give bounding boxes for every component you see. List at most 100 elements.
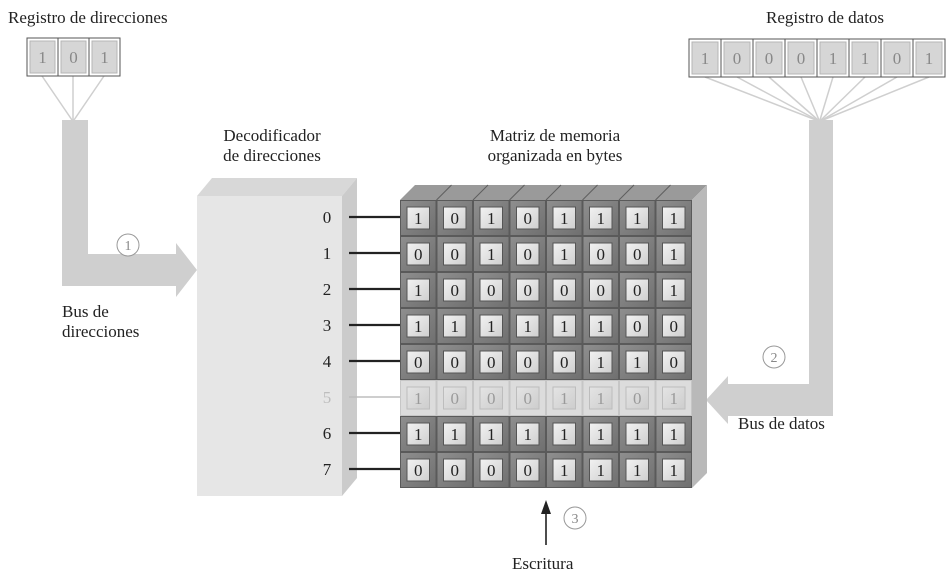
memory-cell: 1 [473, 308, 510, 344]
step-3-number: 3 [572, 512, 579, 527]
row-number: 7 [323, 460, 332, 479]
memory-cell: 1 [546, 308, 583, 344]
memory-cell-value: 1 [560, 317, 569, 336]
row-number: 6 [323, 424, 332, 443]
decoder-output-row-4: 4 [323, 352, 400, 371]
memory-cell-value: 1 [560, 209, 569, 228]
data-register-bit-4: 1 [816, 38, 850, 78]
step-2-number: 2 [771, 351, 778, 366]
memory-cell-value: 1 [487, 317, 496, 336]
memory-cell: 1 [582, 308, 619, 344]
memory-cell: 1 [655, 380, 692, 416]
memory-cell-value: 1 [524, 425, 533, 444]
data-register-bit-7: 1 [912, 38, 946, 78]
memory-cell: 1 [546, 236, 583, 272]
row-number: 0 [323, 208, 332, 227]
decoder-output-row-2: 2 [323, 280, 400, 299]
memory-cell-value: 0 [633, 317, 642, 336]
memory-cell: 1 [655, 272, 692, 308]
address-register-bit-value: 1 [100, 48, 109, 67]
memory-cell: 1 [582, 380, 619, 416]
memory-cell-value: 1 [451, 425, 460, 444]
memory-cell: 1 [546, 416, 583, 452]
memory-cell: 1 [509, 416, 546, 452]
data-register-bit-0: 1 [688, 38, 722, 78]
row-number: 2 [323, 280, 332, 299]
memory-cell: 1 [473, 200, 510, 236]
memory-cell-value: 1 [414, 317, 423, 336]
memory-cell: 1 [400, 416, 437, 452]
memory-cell: 0 [436, 272, 473, 308]
address-register-bit-2: 1 [88, 37, 121, 77]
memory-cell-value: 0 [670, 317, 679, 336]
data-register-fanout [704, 76, 930, 121]
memory-label-line2: organizada en bytes [487, 146, 623, 165]
memory-cell-value: 1 [670, 389, 679, 408]
memory-cell-value: 1 [414, 209, 423, 228]
memory-cell-value: 0 [597, 281, 606, 300]
memory-cell: 0 [436, 344, 473, 380]
memory-cell: 0 [473, 380, 510, 416]
memory-cell-value: 1 [597, 317, 606, 336]
data-register-bit-value: 0 [893, 49, 902, 68]
data-register-bit-value: 1 [829, 49, 838, 68]
memory-cell-value: 1 [597, 353, 606, 372]
memory-cell-value: 0 [633, 245, 642, 264]
memory-cell: 1 [473, 416, 510, 452]
address-register-fanout [41, 75, 105, 121]
data-register-bit-5: 1 [848, 38, 882, 78]
data-register-bit-value: 0 [797, 49, 806, 68]
memory-cell: 1 [619, 344, 656, 380]
memory-cell-value: 1 [670, 209, 679, 228]
memory-cell: 0 [509, 272, 546, 308]
memory-cell: 0 [509, 452, 546, 488]
memory-cell: 0 [473, 452, 510, 488]
row-number: 4 [323, 352, 332, 371]
memory-cell: 1 [546, 380, 583, 416]
memory-cell: 1 [546, 452, 583, 488]
memory-cell: 0 [509, 344, 546, 380]
memory-cell: 1 [436, 416, 473, 452]
decoder-label-line1: Decodificador [223, 126, 321, 145]
memory-cell-value: 1 [487, 425, 496, 444]
memory-cell-value: 0 [451, 461, 460, 480]
data-register-bit-value: 1 [701, 49, 710, 68]
memory-cell: 1 [655, 452, 692, 488]
memory-cell: 1 [436, 308, 473, 344]
memory-cell-value: 0 [487, 389, 496, 408]
memory-cell-value: 0 [524, 461, 533, 480]
write-label: Escritura [512, 554, 574, 573]
address-decoder-block [197, 178, 357, 496]
memory-cell: 0 [473, 344, 510, 380]
data-register-bit-value: 0 [733, 49, 742, 68]
address-bus-label: Bus de direcciones [62, 302, 139, 342]
memory-cell-value: 1 [560, 389, 569, 408]
decoder-output-row-3: 3 [323, 316, 400, 335]
row-number: 1 [323, 244, 332, 263]
memory-cell-value: 0 [560, 353, 569, 372]
memory-cell: 0 [619, 308, 656, 344]
memory-cell: 1 [655, 236, 692, 272]
memory-cell-value: 0 [487, 281, 496, 300]
memory-cell-value: 0 [451, 389, 460, 408]
memory-cell-value: 0 [451, 209, 460, 228]
memory-cell-value: 1 [487, 209, 496, 228]
memory-cell: 1 [619, 452, 656, 488]
memory-cell-value: 1 [560, 245, 569, 264]
memory-cell: 1 [546, 200, 583, 236]
memory-cell: 0 [509, 236, 546, 272]
memory-cell-value: 1 [487, 245, 496, 264]
memory-cell-value: 0 [633, 389, 642, 408]
memory-cell: 0 [546, 272, 583, 308]
decoder-output-row-6: 6 [323, 424, 400, 443]
memory-cell-value: 1 [560, 425, 569, 444]
memory-cell: 0 [473, 272, 510, 308]
memory-cell-value: 0 [670, 353, 679, 372]
memory-cell: 0 [400, 452, 437, 488]
